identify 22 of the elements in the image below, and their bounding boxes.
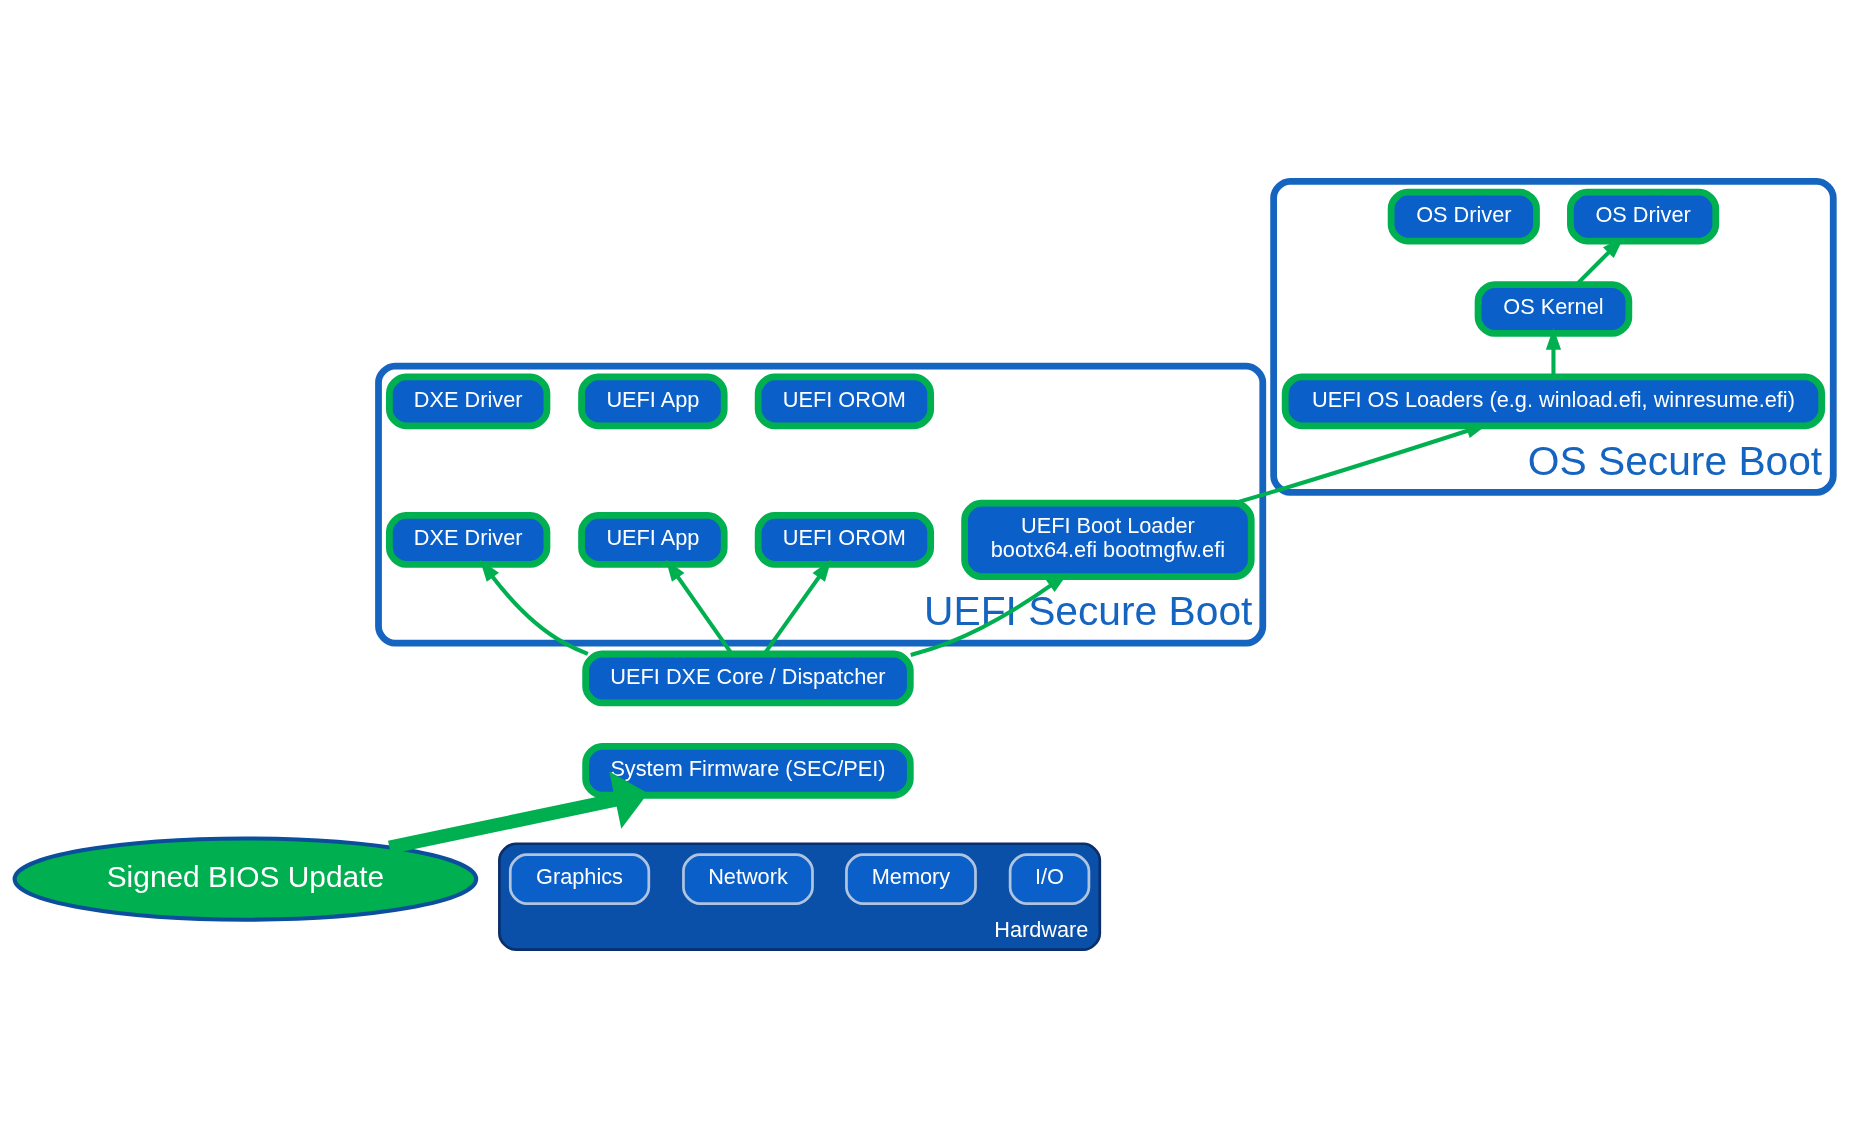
arrow: [1545, 327, 1561, 377]
node-box: I/O: [1008, 853, 1090, 905]
node-box: OS Driver: [1387, 188, 1540, 245]
node-box: UEFI OROM: [754, 512, 934, 568]
node-box: Graphics: [508, 853, 650, 905]
node-box: UEFI Boot Loader bootx64.efi bootmgfw.efi: [960, 499, 1255, 580]
node-box: UEFI OROM: [754, 373, 934, 430]
node-box: DXE Driver: [385, 512, 550, 568]
node-box: UEFI App: [577, 373, 728, 430]
node-box: UEFI OS Loaders (e.g. winload.efi, winresume.efi): [1281, 373, 1825, 430]
node-box: UEFI App: [577, 512, 728, 568]
node-box: OS Kernel: [1474, 281, 1632, 337]
node-box: DXE Driver: [385, 373, 550, 430]
node-box: System Firmware (SEC/PEI): [581, 742, 914, 799]
node-ellipse: Signed BIOS Update: [12, 836, 478, 922]
arrow: [387, 771, 648, 855]
node-box: Memory: [844, 853, 977, 905]
arrow: [909, 573, 1068, 657]
node-box: UEFI DXE Core / Dispatcher: [581, 650, 914, 707]
node-box: Network: [681, 853, 814, 905]
arrow: [479, 559, 589, 656]
node-box: OS Driver: [1566, 188, 1719, 245]
